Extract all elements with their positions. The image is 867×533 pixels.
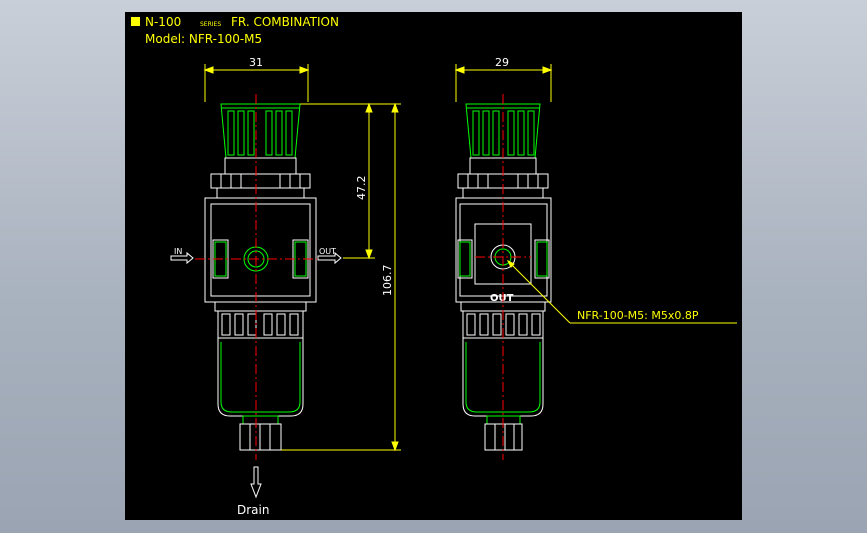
dimension-overall-height-value: 106.7 [381, 265, 394, 297]
title-marker-square [131, 17, 140, 26]
side-centerlines [475, 94, 531, 460]
front-bowl [217, 338, 304, 417]
title-block: N-100 SERIES FR. COMBINATION Model: NFR-… [131, 15, 339, 46]
front-centerlines [195, 94, 317, 460]
port-callout-label: NFR-100-M5: M5x0.8P [577, 309, 699, 322]
cad-drawing-canvas: N-100 SERIES FR. COMBINATION Model: NFR-… [125, 12, 742, 520]
dimension-side-width [454, 64, 553, 102]
front-bowl-ring [214, 301, 307, 339]
dimension-overall-height [281, 102, 401, 452]
front-drain-valve [239, 415, 282, 451]
out-arrow [317, 251, 342, 265]
out-body-label: OUT [490, 293, 514, 304]
dimension-bowl-to-top-value: 47.2 [355, 176, 368, 201]
product-name: FR. COMBINATION [231, 15, 339, 29]
front-bonnet [210, 157, 311, 199]
in-label: IN [174, 247, 182, 256]
drain-arrow [250, 466, 262, 499]
series-number: N-100 [145, 15, 181, 29]
model-number: Model: NFR-100-M5 [145, 32, 262, 46]
front-body [204, 197, 317, 303]
in-arrow [170, 251, 194, 265]
port-callout-leader [506, 259, 737, 324]
series-word: SERIES [200, 21, 221, 28]
dimension-bowl-to-top [300, 102, 375, 260]
side-view: OUT [455, 94, 737, 460]
front-view: Drain IN OUT [170, 94, 342, 517]
dimension-front-width-value: 31 [249, 56, 263, 69]
drain-label: Drain [237, 503, 269, 517]
out-label: OUT [319, 247, 336, 256]
front-adjust-knob [220, 103, 301, 159]
dimension-side-width-value: 29 [495, 56, 509, 69]
dimension-front-width [203, 64, 310, 102]
